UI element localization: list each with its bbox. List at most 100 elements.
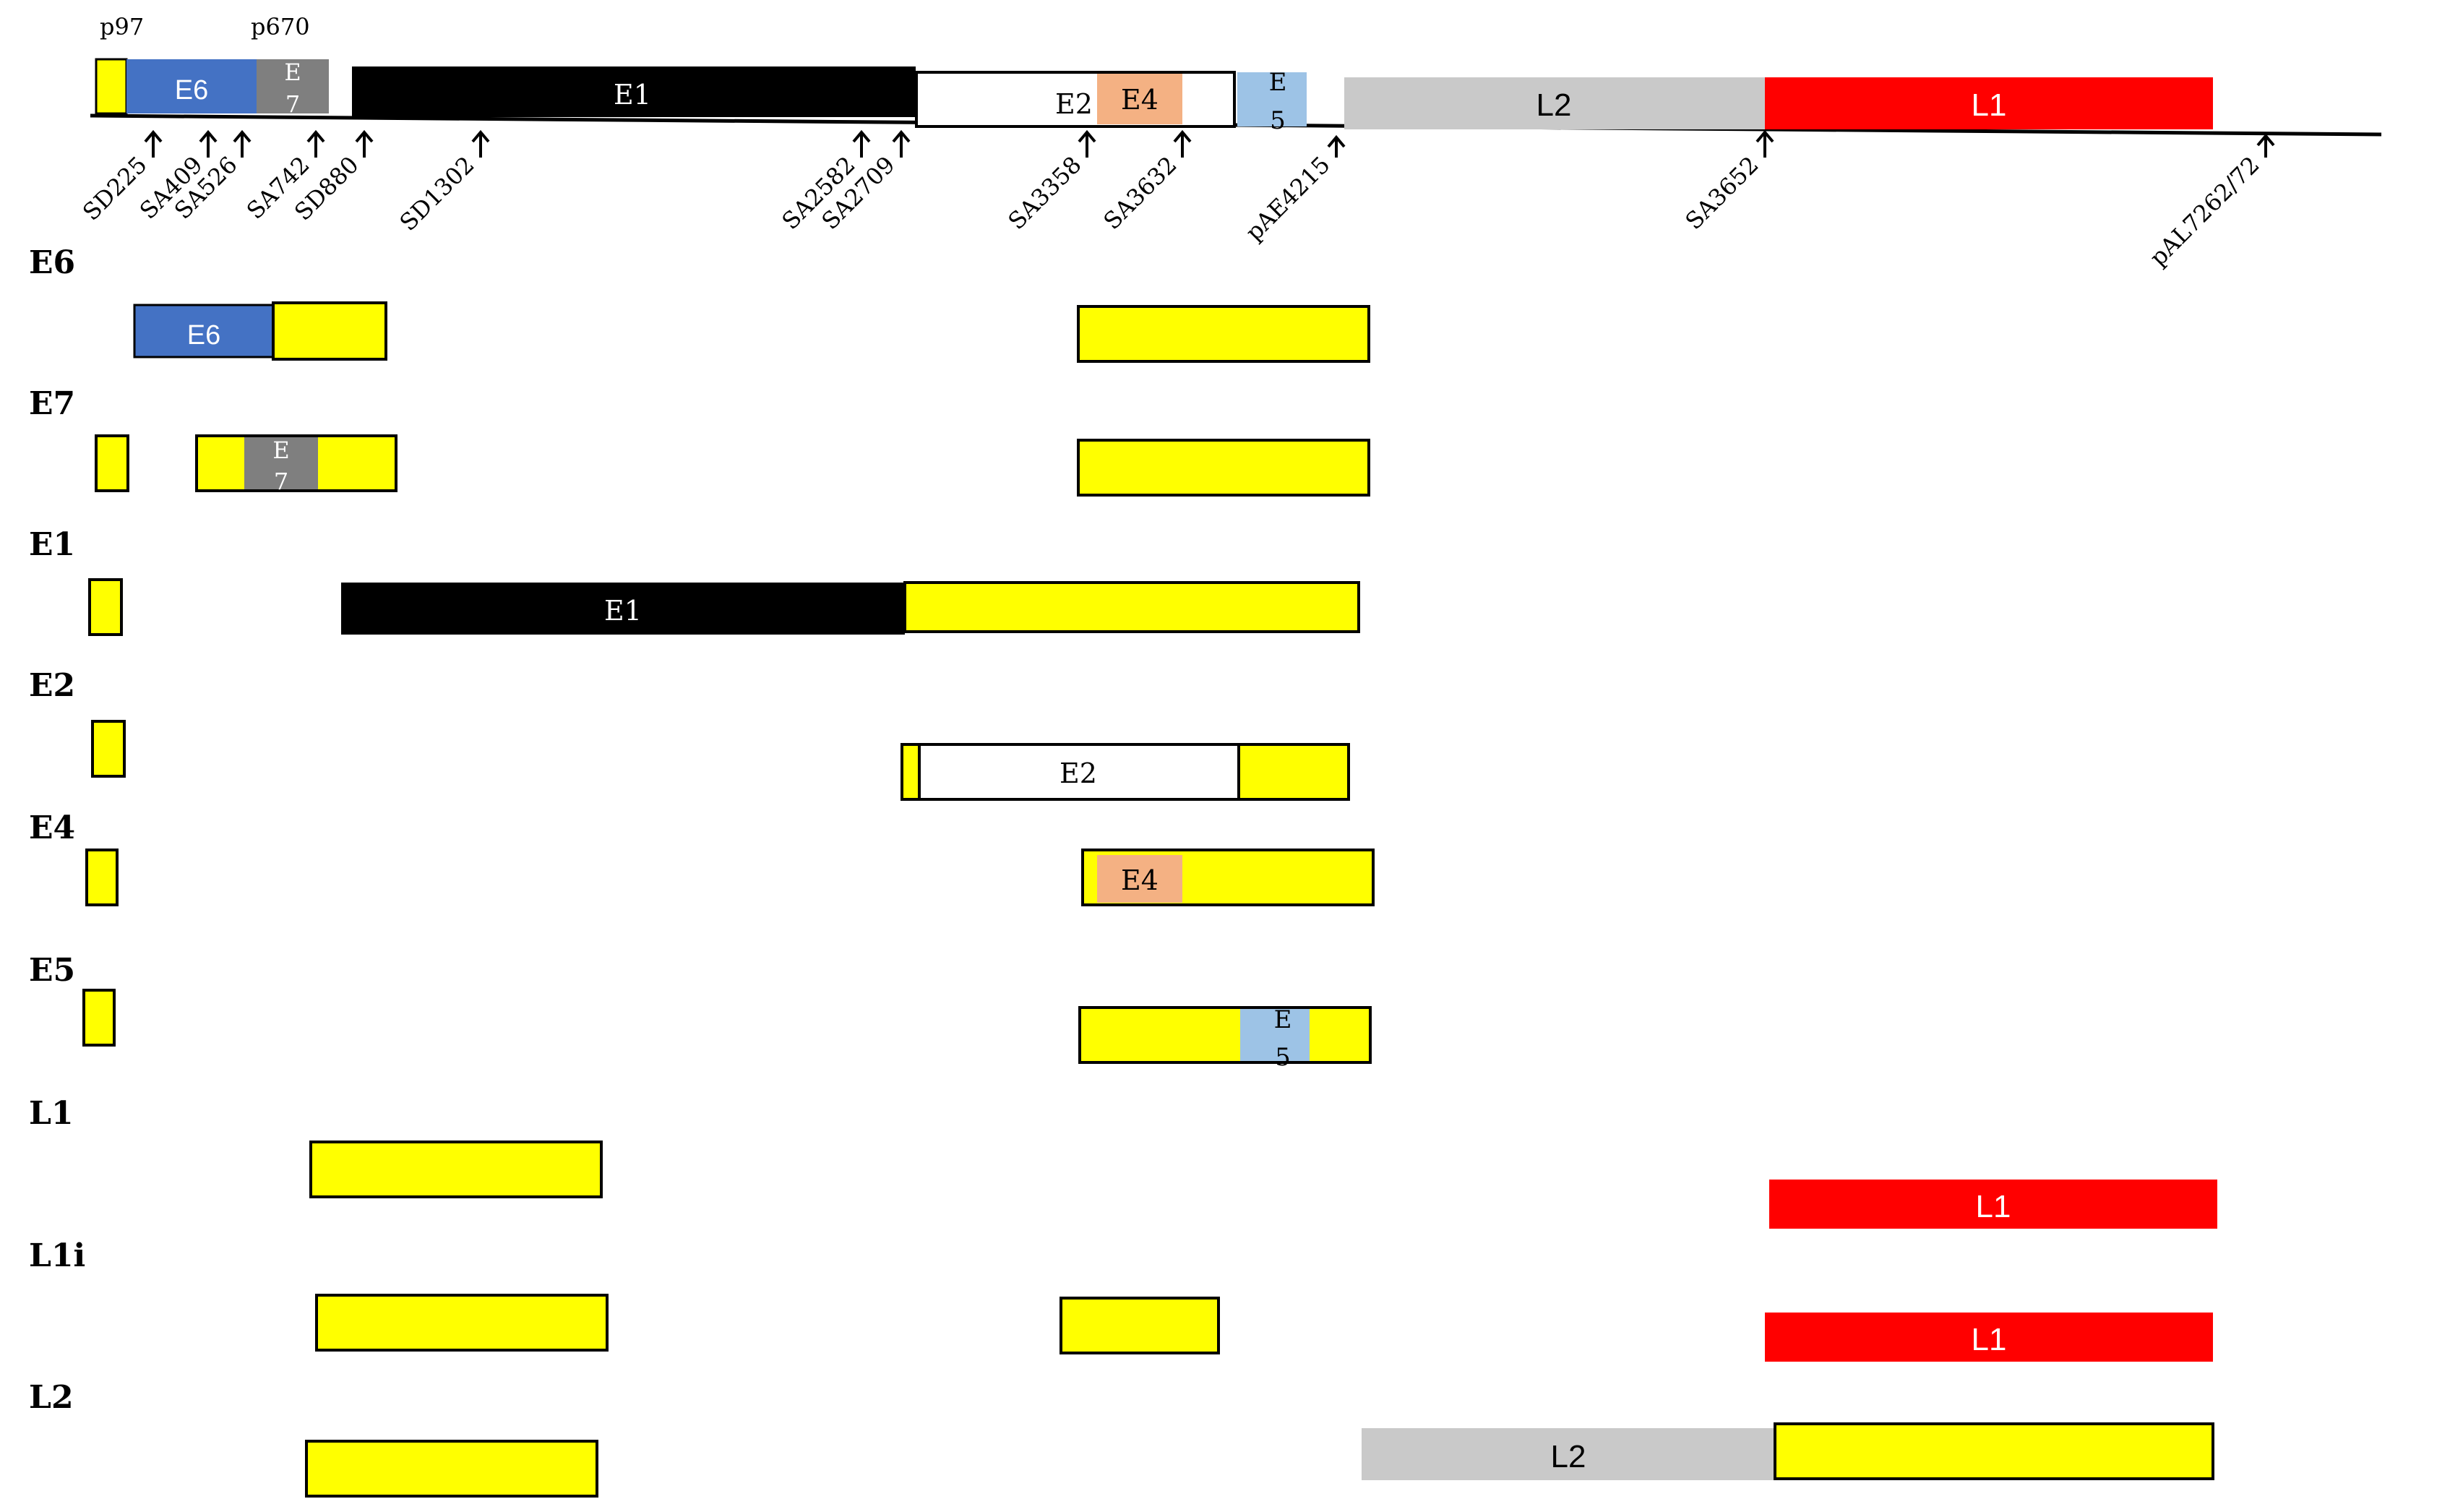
exon: [1097, 855, 1182, 903]
exon: [315, 1294, 609, 1352]
genome-region-E5-label-bottom: 5: [1270, 106, 1286, 135]
exon: [903, 581, 1360, 633]
transcript-label-E1: E1: [29, 526, 75, 563]
exon-label-E6: E6: [187, 320, 220, 351]
genome-region-E1-label: E1: [614, 79, 651, 111]
exon: [91, 720, 126, 778]
arrow-SA526: [233, 129, 252, 158]
genome-region-L2: [1344, 77, 1765, 129]
transcript-E7: E 7: [95, 434, 1370, 497]
exon-label-E5-bottom: 5: [1275, 1043, 1291, 1072]
exon: [901, 743, 921, 801]
splice-sites: [144, 129, 2275, 158]
transcript-L1: L1: [309, 1141, 2217, 1229]
site-label-SD225: SD225: [77, 151, 152, 226]
exon: [305, 1440, 598, 1498]
transcript-E2: E2: [91, 720, 1350, 801]
site-label-pAE4215: pAE4215: [1240, 151, 1336, 246]
exon: [1774, 1422, 2214, 1480]
arrow-SA2582: [852, 129, 871, 158]
transcript-label-E7: E7: [29, 385, 75, 422]
genome-region-E7-label-top: E: [284, 59, 301, 86]
transcript-label-L1: L1: [29, 1095, 74, 1132]
genome-region-E7: [257, 59, 329, 113]
exon-label-E7-top: E: [272, 437, 289, 464]
exon-label-E2: E2: [1060, 757, 1097, 789]
transcript-E5: E 5: [82, 989, 1372, 1072]
exon: [1362, 1428, 1775, 1480]
arrow-SA3358: [1078, 129, 1096, 158]
exon-label-L1i: L1: [1972, 1322, 2007, 1357]
genome-region-E6-label: E6: [175, 75, 208, 106]
exon: [1077, 439, 1370, 497]
arrow-SD880: [355, 129, 374, 158]
transcript-L2: L2: [305, 1422, 2214, 1498]
genome-leader-yellow: [95, 58, 128, 115]
arrow-pAE4215: [1327, 134, 1346, 158]
transcript-label-E6: E6: [29, 244, 75, 281]
arrow-SD225: [144, 129, 163, 158]
site-label-SD1302: SD1302: [395, 151, 480, 236]
transcript-E6: E6: [133, 301, 1370, 363]
transcript-label-L1i: L1i: [29, 1237, 85, 1274]
exon: [133, 304, 275, 358]
genome-region-E5-label-top: E: [1269, 68, 1287, 97]
exon: [309, 1141, 603, 1198]
exon: [88, 578, 123, 636]
exon: [1769, 1180, 2217, 1229]
site-label-SA3652: SA3652: [1680, 151, 1763, 235]
genome-region-E7-label-bottom: 7: [285, 90, 300, 118]
genome-region-L1: [1765, 77, 2213, 129]
genome-region-E5: [1237, 72, 1307, 126]
transcript-E1: E1: [88, 578, 1360, 636]
genome-track: p97 p670 E6 E 7 E1 E2 E4 E 5 L2 L1: [90, 13, 2382, 137]
transcript-label-L2: L2: [29, 1379, 74, 1416]
exon: [272, 301, 387, 361]
arrow-pAL7262-72: [2256, 133, 2275, 158]
exon: [82, 989, 116, 1047]
transcript-labels: E6 E7 E1 E2 E4 E5 L1 L1i L2: [29, 244, 85, 1416]
promoter-label-p670: p670: [251, 13, 310, 40]
promoter-label-p97: p97: [100, 13, 144, 40]
arrow-SA409: [199, 129, 218, 158]
arrow-SA2709: [892, 129, 911, 158]
genome-region-E2-label: E2: [1055, 88, 1093, 120]
genome-region-E6: [126, 59, 257, 113]
exon-label-E7-bottom: 7: [274, 468, 288, 495]
exon-label-E1: E1: [604, 595, 642, 627]
exon-label-E4: E4: [1121, 864, 1159, 896]
transcript-label-E5: E5: [29, 952, 75, 989]
exon: [85, 849, 119, 906]
transcript-label-E4: E4: [29, 809, 75, 846]
site-label-SA3632: SA3632: [1098, 151, 1182, 235]
transcript-L1i: L1: [315, 1294, 2213, 1362]
exon: [1240, 1009, 1310, 1061]
exon: [1078, 1006, 1372, 1064]
transcript-label-E2: E2: [29, 667, 75, 704]
genome-region-E1: [352, 66, 916, 117]
exon: [1060, 1297, 1220, 1354]
exon-label-E5-top: E: [1274, 1005, 1292, 1034]
site-label-SA3358: SA3358: [1002, 151, 1086, 235]
arrow-SA3652: [1755, 129, 1774, 158]
exon: [341, 583, 905, 635]
genome-region-E4-label: E4: [1121, 84, 1159, 116]
exon: [1077, 305, 1370, 363]
exon-label-L2: L2: [1551, 1439, 1586, 1474]
genome-region-L2-label: L2: [1536, 87, 1572, 123]
genome-region-E4: [1097, 74, 1182, 124]
arrow-SA3632: [1173, 129, 1192, 158]
transcript-E4: E4: [85, 849, 1375, 906]
exon: [1765, 1313, 2213, 1362]
site-label-pAL7262-72: pAL7262/72: [2144, 151, 2265, 272]
arrow-SD1302: [471, 129, 490, 158]
exon: [918, 743, 1240, 801]
site-labels: SD225 SA409 SA526 SA742 SD880 SD1302 SA2…: [77, 151, 2265, 272]
exon: [1237, 743, 1350, 801]
exon-label-L1: L1: [1976, 1189, 2011, 1224]
exon: [95, 434, 129, 492]
exon: [244, 437, 318, 489]
arrow-SA742: [306, 129, 325, 158]
genome-region-L1-label: L1: [1972, 87, 2007, 123]
